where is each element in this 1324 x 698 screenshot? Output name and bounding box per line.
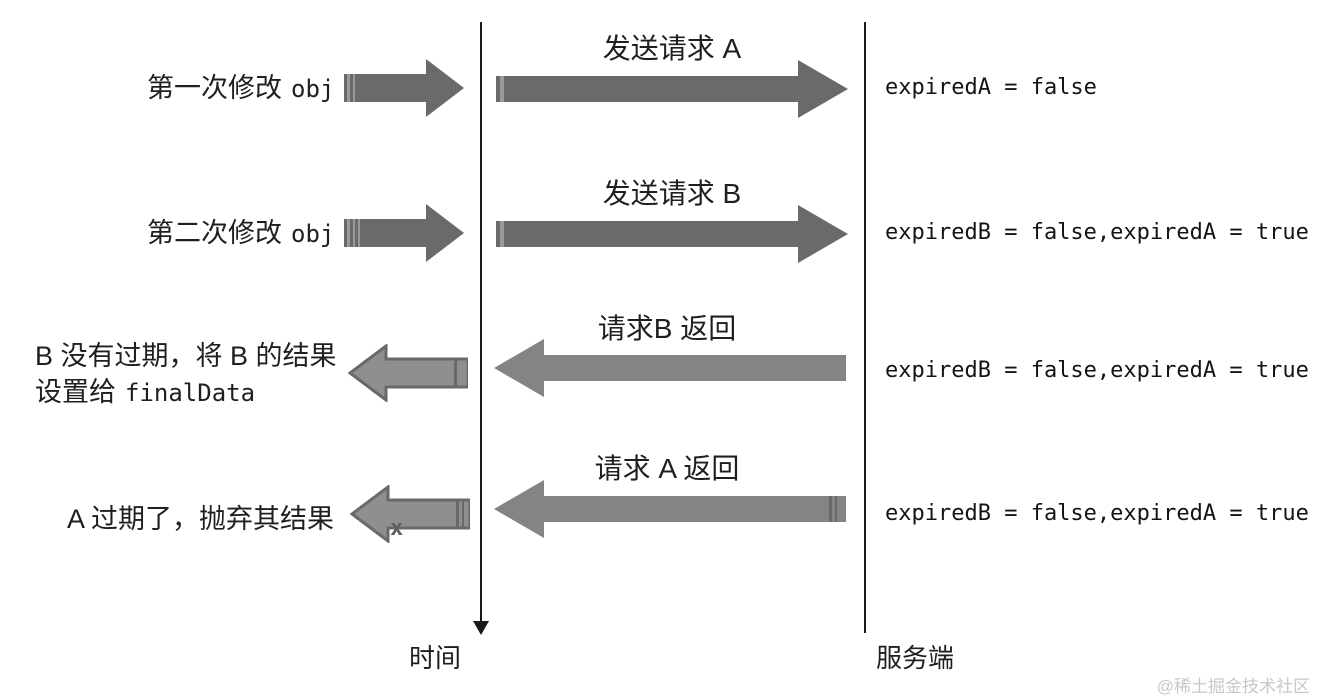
watermark: @稀土掘金技术社区	[1156, 677, 1310, 696]
row4-short-left-arrow-icon	[350, 485, 470, 543]
time-axis-arrowhead-icon	[473, 621, 489, 635]
row2-short-right-arrow-icon	[344, 204, 464, 262]
row3-short-left-arrow-icon	[348, 344, 468, 402]
row3-left-label-line1: B 没有过期，将 B 的结果	[35, 341, 337, 371]
row1-left-label-text: 第一次修改	[147, 73, 282, 103]
row2-left-label-text: 第二次修改	[147, 218, 282, 248]
row2-server-state: expiredB = false,expiredA = true	[885, 220, 1309, 245]
row3-left-label: B 没有过期，将 B 的结果 设置给 finalData	[35, 338, 337, 411]
time-axis-label: 时间	[409, 643, 462, 673]
row1-short-right-arrow-icon	[344, 59, 464, 117]
row3-left-label-line2-text: 设置给	[35, 377, 116, 407]
row2-left-label: 第二次修改 obj	[147, 219, 334, 248]
server-axis-label: 服务端	[876, 643, 955, 673]
row2-arrow-label: 发送请求 B	[602, 178, 742, 209]
row3-left-label-line2-code: finalData	[125, 379, 256, 407]
row2-long-right-arrow-icon	[496, 205, 848, 263]
row4-arrow-label: 请求 A 返回	[594, 453, 740, 484]
discard-x-mark: x	[390, 516, 404, 541]
row4-server-state: expiredB = false,expiredA = true	[885, 501, 1309, 526]
row1-left-label: 第一次修改 obj	[147, 74, 334, 103]
row3-arrow-label: 请求B 返回	[597, 313, 737, 344]
row1-arrow-label: 发送请求 A	[602, 33, 742, 64]
row1-server-state: expiredA = false	[885, 75, 1097, 100]
row3-server-state: expiredB = false,expiredA = true	[885, 358, 1309, 383]
time-axis-line	[480, 22, 482, 622]
row4-long-left-arrow-icon	[494, 480, 846, 538]
row1-long-right-arrow-icon	[496, 60, 848, 118]
row3-long-left-arrow-icon	[494, 339, 846, 397]
row4-left-label: A 过期了，抛弃其结果	[67, 504, 335, 534]
row2-left-label-code: obj	[291, 220, 335, 248]
server-axis-line	[864, 22, 866, 633]
row1-left-label-code: obj	[291, 75, 335, 103]
